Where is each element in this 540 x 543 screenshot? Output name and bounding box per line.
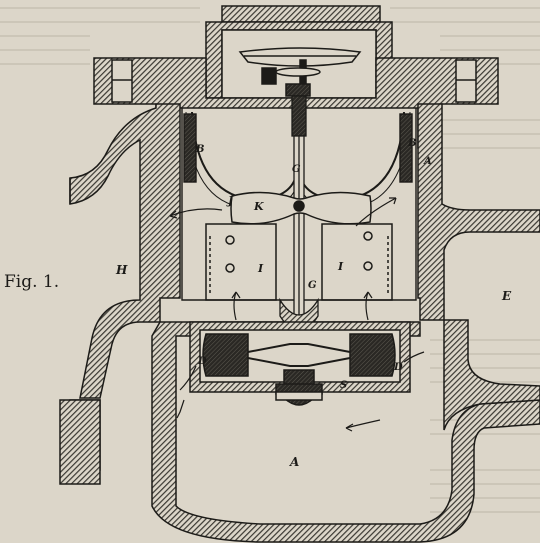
lower-valve-chamber (189, 321, 411, 406)
label-g-lower: G (308, 280, 317, 291)
label-g-upper: G (292, 164, 301, 175)
label-b-right: B (407, 138, 416, 149)
label-s: S (340, 380, 347, 391)
part-labels: H E A A B B G G J K I I D D S (115, 138, 512, 469)
label-a-lower: A (289, 455, 299, 469)
label-k: K (253, 200, 264, 213)
label-i-right: I (337, 260, 344, 273)
outer-casing (59, 103, 540, 543)
figure-caption: Fig. 1. (4, 272, 60, 292)
label-e: E (501, 289, 512, 303)
guide-blocks (205, 223, 393, 301)
flow-arrows (169, 197, 425, 432)
label-h: H (115, 263, 128, 277)
label-b-left: B (195, 144, 204, 155)
label-i-left: I (257, 262, 264, 275)
label-j: J (226, 194, 234, 207)
register-cap (205, 5, 393, 99)
label-d-right: D (393, 362, 403, 373)
label-a-upper: A (423, 156, 432, 167)
label-d-left: D (197, 356, 207, 367)
